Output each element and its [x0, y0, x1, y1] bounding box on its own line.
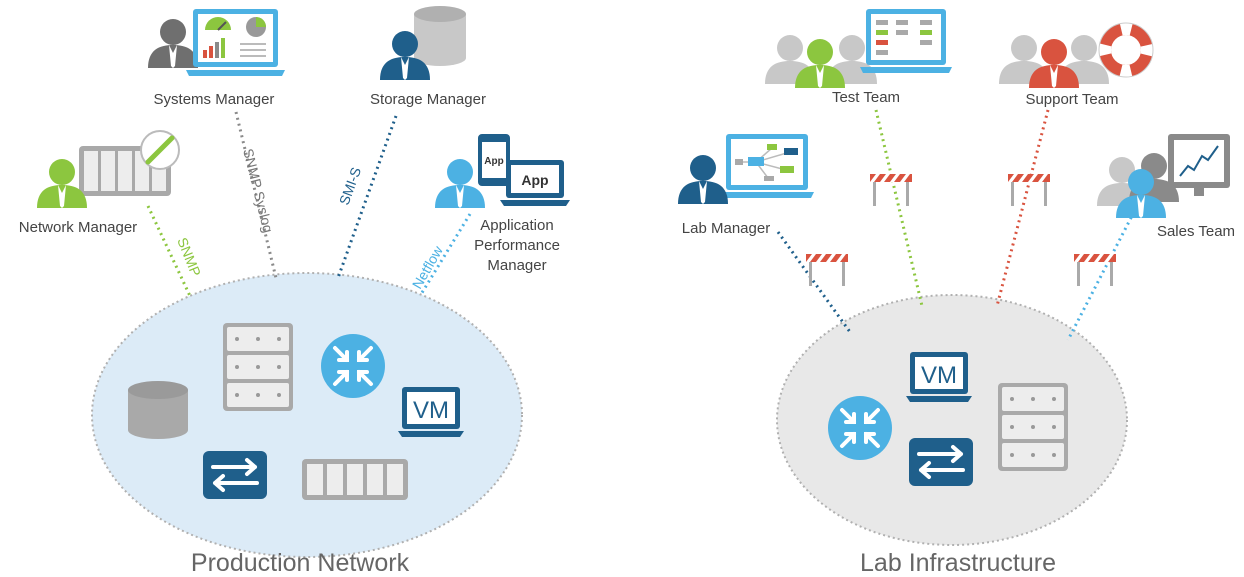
production-network-cloud [91, 272, 523, 558]
barrier-icon [806, 254, 848, 286]
lab-server-rack-icon [998, 383, 1068, 471]
systems-manager-avatar [148, 19, 198, 68]
systems-manager: Systems Manager [148, 9, 285, 108]
production-switch-icon [201, 449, 269, 501]
network-cable-icon [140, 130, 180, 170]
barrier-icon [870, 174, 912, 206]
app-manager-label-line2: Performance [474, 237, 560, 254]
production-router-icon [319, 332, 387, 400]
snmp-syslog-label: SNMP Syslog [240, 147, 276, 234]
smis-label: SMI-S [336, 165, 364, 207]
phone-app-icon: App [478, 134, 510, 186]
netflow-link [418, 213, 472, 297]
storage-cylinder-icon [414, 6, 466, 66]
lab-switch-icon [907, 436, 975, 488]
sales-chart-board-icon [1168, 134, 1230, 196]
systems-manager-label: Systems Manager [154, 91, 275, 108]
storage-manager: Storage Manager [370, 6, 486, 108]
barrier-icon [1074, 254, 1116, 286]
production-vm-label: VM [413, 397, 449, 424]
dashboard-monitor-icon [186, 9, 285, 76]
sales-team: Sales Team [1097, 134, 1235, 240]
sales-team-avatar [1116, 169, 1166, 218]
snmp-link [146, 205, 192, 297]
laptop-app-icon: App [500, 160, 570, 206]
support-team-link [995, 109, 1050, 307]
production-vm-laptop-icon: VM [398, 387, 464, 437]
app-manager-avatar [435, 159, 485, 208]
sales-team-label: Sales Team [1157, 223, 1235, 240]
support-team: Support Team [999, 22, 1154, 108]
storage-manager-label: Storage Manager [370, 91, 486, 108]
application-performance-manager: App App Application Performance Manager [435, 134, 570, 274]
lab-router-icon [826, 394, 894, 462]
app-manager-label-line3: Manager [487, 257, 546, 274]
lab-manager-label: Lab Manager [682, 220, 770, 237]
production-appliance-icon [302, 459, 408, 500]
production-database-icon [128, 381, 188, 439]
test-team-avatar [795, 39, 845, 88]
barrier-icon [1008, 174, 1050, 206]
topology-monitor-icon [720, 134, 814, 198]
netflow-label: Netflow [409, 242, 447, 291]
test-team-link [874, 109, 924, 307]
network-appliance-icon [79, 146, 171, 196]
laptop-app-label: App [521, 172, 548, 188]
lab-vm-laptop-icon: VM [906, 352, 972, 402]
test-plan-monitor-icon [860, 9, 952, 73]
lab-vm-label: VM [921, 362, 957, 389]
production-server-rack-icon [223, 323, 293, 411]
test-team-label: Test Team [832, 89, 900, 106]
production-network: SNMP SNMP Syslog SMI-S Netflow [19, 6, 570, 577]
support-team-avatar [1029, 39, 1079, 88]
network-manager: Network Manager [19, 130, 180, 236]
lab-infrastructure: Test Team Support Team [678, 9, 1235, 577]
network-manager-avatar [37, 159, 87, 208]
lab-infrastructure-cloud [776, 294, 1128, 546]
lab-manager: Lab Manager [678, 134, 814, 237]
sales-team-link [1066, 211, 1136, 341]
lifebuoy-icon [1098, 22, 1154, 78]
snmp-syslog-link [234, 111, 278, 279]
support-team-label: Support Team [1025, 91, 1118, 108]
phone-app-label: App [484, 156, 503, 167]
test-team: Test Team [765, 9, 952, 106]
lab-manager-link [776, 231, 852, 333]
production-network-title: Production Network [191, 549, 410, 577]
storage-manager-avatar [380, 31, 430, 80]
lab-infrastructure-title: Lab Infrastructure [860, 549, 1056, 577]
app-manager-label-line1: Application [480, 217, 553, 234]
lab-manager-avatar [678, 155, 728, 204]
network-manager-label: Network Manager [19, 219, 137, 236]
